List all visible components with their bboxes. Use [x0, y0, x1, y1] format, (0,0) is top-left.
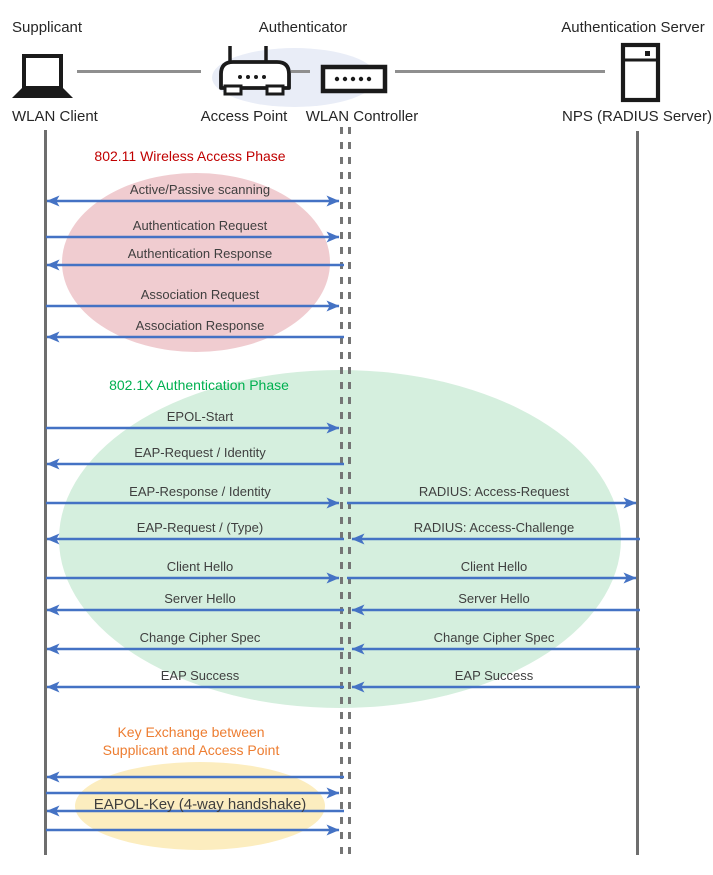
device-label-nps-radius-server: NPS (RADIUS Server): [561, 108, 713, 125]
lifeline-wlan-controller-dashed: [347, 127, 351, 855]
connector-controller-to-server: [395, 70, 605, 74]
message-label: EPOL-Start: [166, 409, 234, 424]
device-label-wlan-controller: WLAN Controller: [305, 108, 419, 125]
message-label: Change Cipher Spec: [139, 630, 261, 645]
message-label: EAP-Request / Identity: [134, 445, 266, 460]
connector-ap-to-controller: [291, 70, 310, 74]
server-icon: [620, 42, 661, 103]
message-label: Authentication Request: [132, 218, 268, 233]
lifeline-supplicant: [44, 130, 48, 855]
message-label: Server Hello: [164, 591, 236, 606]
message-label: RADIUS: Access-Challenge: [413, 520, 575, 535]
message-label: Active/Passive scanning: [129, 182, 271, 197]
phase-title-key-exchange-line1: Key Exchange between: [117, 724, 265, 740]
actor-label-supplicant: Supplicant: [12, 19, 83, 36]
message-label: Association Request: [140, 287, 260, 302]
message-label: EAP Success: [160, 668, 240, 683]
phase-title-80211-wireless: 802.11 Wireless Access Phase: [94, 148, 286, 164]
message-label: EAP-Response / Identity: [129, 484, 271, 499]
actor-label-authenticator: Authenticator: [258, 19, 348, 36]
phase-title-8021x-authentication: 802.1X Authentication Phase: [109, 377, 289, 393]
phase-title-key-exchange: Key Exchange between Supplicant and Acce…: [103, 723, 280, 759]
message-label: Client Hello: [460, 559, 528, 574]
message-label: Association Response: [135, 318, 265, 333]
device-label-access-point: Access Point: [200, 108, 288, 125]
message-label: Server Hello: [458, 591, 530, 606]
connector-client-to-ap: [77, 70, 201, 74]
laptop-icon: [12, 54, 73, 98]
device-label-wlan-client: WLAN Client: [12, 108, 98, 125]
message-label: Change Cipher Spec: [433, 630, 555, 645]
message-label: EAPOL-Key (4-way handshake): [93, 796, 307, 813]
lifeline-access-point-dashed: [340, 127, 344, 855]
message-label: EAP Success: [454, 668, 534, 683]
actor-label-authentication-server: Authentication Server: [561, 19, 705, 36]
message-label: Authentication Response: [127, 246, 273, 261]
message-label: Client Hello: [166, 559, 234, 574]
access-point-icon: [219, 46, 291, 96]
phase-title-key-exchange-line2: Supplicant and Access Point: [102, 742, 280, 758]
wlan-controller-icon: [320, 64, 388, 94]
lifeline-authentication-server: [635, 131, 639, 855]
message-label: RADIUS: Access-Request: [418, 484, 570, 499]
message-label: EAP-Request / (Type): [136, 520, 264, 535]
